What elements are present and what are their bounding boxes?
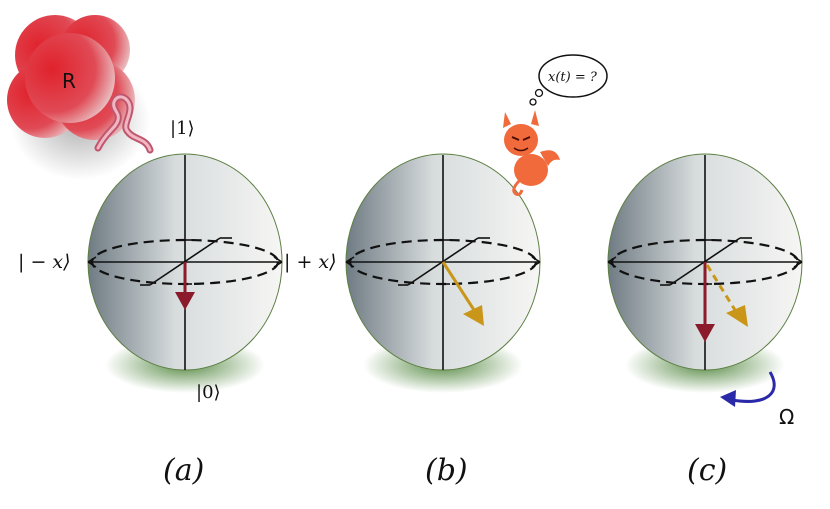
ket-plus-x-label: | + x⟩ [284, 251, 337, 273]
thought-bubble: x(t) = ? [529, 54, 608, 106]
arrowhead-dashed-c [726, 305, 748, 327]
caption-c: (c) [687, 453, 727, 488]
caption-a: (a) [163, 453, 204, 488]
ket-minus-x-label: | − x⟩ [18, 251, 71, 273]
rotation-arrow-icon [731, 371, 776, 403]
bloch-sphere-a [87, 153, 283, 393]
thought-text: x(t) = ? [548, 70, 598, 85]
state-arrow-dashed-c [705, 264, 737, 311]
bloch-sphere-c [607, 153, 803, 393]
omega-label: Ω [779, 405, 794, 429]
arrowhead-down-a [175, 292, 195, 310]
caption-b: (b) [425, 453, 468, 488]
arrowhead-down-c [695, 324, 715, 342]
ket-zero-label: |0⟩ [196, 382, 221, 403]
arrowhead-tilted-b [463, 305, 484, 326]
devil-observer-icon [503, 110, 560, 196]
reservoir: R [7, 15, 150, 180]
state-arrow-tilted-b [441, 261, 476, 311]
bloch-sphere-b [345, 153, 541, 393]
ket-one-label: |1⟩ [170, 118, 195, 139]
reservoir-label: R [62, 69, 76, 93]
